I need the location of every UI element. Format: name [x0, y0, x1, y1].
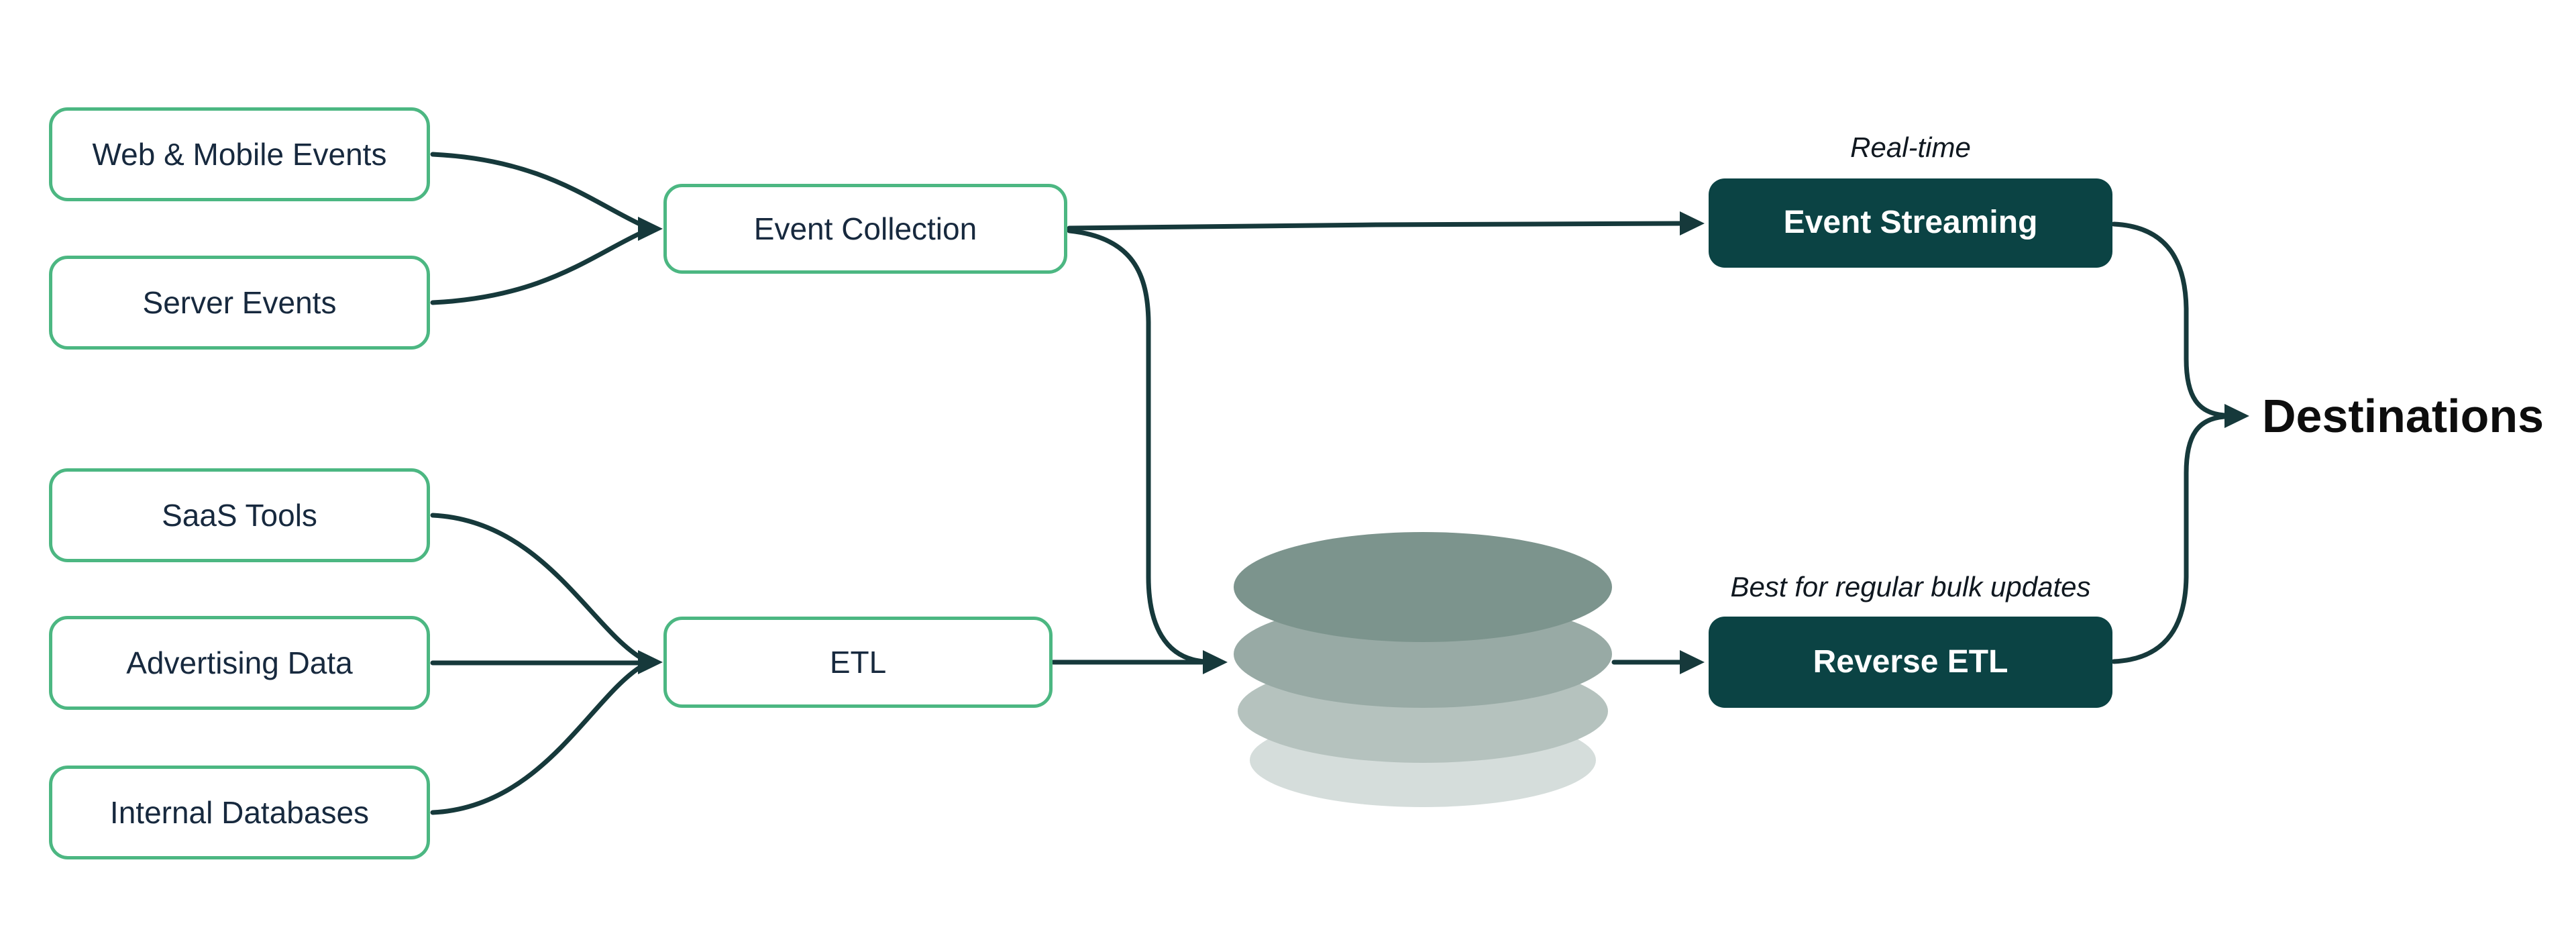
node-label: Reverse ETL — [1813, 643, 2008, 680]
connector-arrows — [430, 152, 2249, 815]
node-event-streaming: Event Streaming — [1709, 178, 2112, 268]
arrow-server-to-event-collection — [430, 229, 645, 305]
arrowhead-etl — [638, 650, 663, 674]
arrowhead-event-collection — [638, 217, 663, 241]
node-label: ETL — [829, 644, 887, 680]
node-label: Web & Mobile Events — [92, 136, 387, 172]
node-destinations: Destinations — [2262, 390, 2544, 442]
node-etl: ETL — [663, 617, 1053, 708]
node-event-collection: Event Collection — [663, 184, 1067, 274]
arrow-databases-to-etl — [430, 663, 645, 815]
database-cylinder-icon — [1234, 532, 1612, 807]
node-server-events: Server Events — [49, 256, 430, 350]
node-label: Internal Databases — [109, 794, 370, 830]
annotation-bulk-updates: Best for regular bulk updates — [1730, 571, 2091, 602]
arrow-event-collection-to-event-streaming — [1067, 221, 1684, 231]
arrowhead-warehouse — [1203, 650, 1228, 674]
database-disk-top — [1234, 532, 1612, 642]
arrowhead-reverse-etl — [1680, 650, 1705, 674]
arrow-reverse-etl-to-destinations — [2111, 414, 2227, 664]
node-web-mobile-events: Web & Mobile Events — [49, 107, 430, 201]
node-label: Event Collection — [753, 211, 977, 246]
node-advertising-data: Advertising Data — [49, 616, 430, 710]
node-label: SaaS Tools — [162, 497, 317, 533]
node-label: Advertising Data — [126, 645, 353, 680]
arrow-event-collection-to-warehouse — [1067, 228, 1208, 664]
arrow-web-to-event-collection — [430, 152, 645, 228]
node-label: Event Streaming — [1783, 205, 2038, 241]
annotation-real-time: Real-time — [1850, 132, 1971, 163]
node-label: Server Events — [142, 284, 337, 320]
arrow-event-streaming-to-destinations — [2111, 221, 2227, 418]
arrowhead-destinations — [2224, 404, 2249, 428]
node-saas-tools: SaaS Tools — [49, 468, 430, 562]
node-reverse-etl: Reverse ETL — [1709, 617, 2112, 708]
arrowhead-event-streaming — [1680, 211, 1705, 235]
node-internal-databases: Internal Databases — [49, 766, 430, 859]
arrow-saas-to-etl — [430, 513, 645, 662]
